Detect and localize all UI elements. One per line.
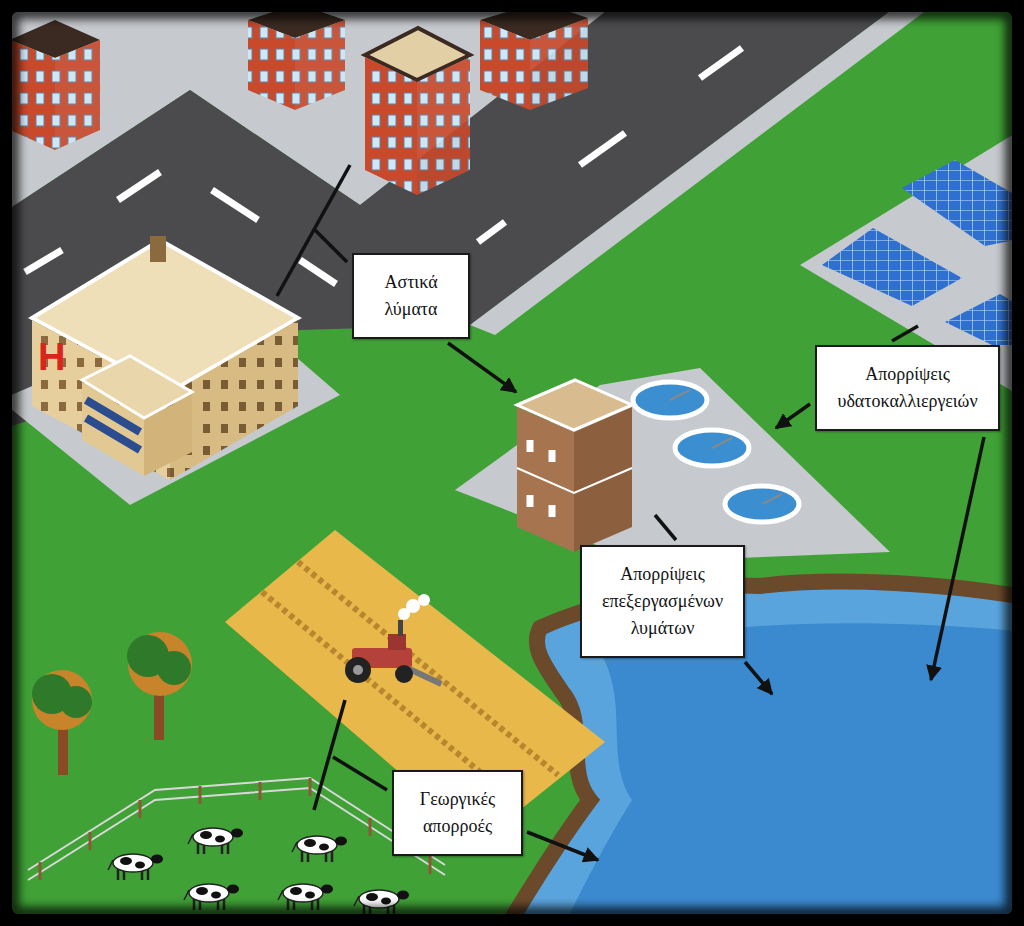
skimmer	[670, 390, 690, 400]
floor-line	[517, 468, 632, 493]
cow	[292, 836, 347, 862]
wing-wall	[144, 394, 192, 476]
cow	[278, 884, 333, 910]
leader-line	[277, 165, 350, 296]
road-dash	[700, 48, 742, 78]
clarifier-tank	[633, 382, 707, 418]
canopy	[60, 686, 92, 718]
treatment-plant	[517, 380, 632, 552]
aquaculture-tank	[902, 160, 1012, 246]
windows	[86, 400, 140, 450]
tractor	[345, 594, 443, 687]
lake-deep	[562, 623, 1012, 914]
arrow	[448, 343, 516, 392]
tractor-cab	[388, 634, 406, 650]
wing-wall	[82, 382, 144, 476]
smoke	[418, 594, 430, 606]
clarifier-tank	[675, 430, 749, 466]
house	[480, 12, 588, 110]
wall	[480, 20, 530, 110]
callout-box: Απορρίψεις επεξεργασμένων λυμάτων	[580, 545, 745, 658]
wall	[365, 57, 417, 195]
road-dash	[25, 250, 62, 272]
wall	[248, 20, 295, 110]
leader-lines	[277, 165, 984, 860]
road-dash	[478, 222, 505, 242]
house	[365, 28, 470, 195]
arrow	[931, 437, 984, 680]
callout-text: Αστικά λύματα	[364, 269, 458, 323]
wall	[530, 18, 588, 110]
wall	[295, 20, 345, 110]
canopy	[157, 651, 191, 685]
arrow	[745, 662, 772, 694]
hub	[353, 665, 363, 675]
road	[12, 12, 905, 430]
cow	[184, 884, 239, 910]
vignette	[12, 12, 1012, 914]
arrow	[776, 404, 810, 428]
exhaust	[398, 620, 403, 636]
leader-line	[315, 230, 347, 262]
tree	[32, 670, 92, 775]
fence	[28, 778, 445, 880]
road-markings	[25, 48, 742, 284]
leader-line	[892, 326, 918, 341]
road-dash	[212, 190, 258, 220]
road-dash	[118, 172, 160, 200]
arrow	[527, 832, 598, 860]
leader-line	[333, 757, 387, 790]
house	[248, 12, 345, 110]
cow	[188, 828, 243, 854]
canopy	[128, 632, 192, 696]
scene-group	[12, 12, 1012, 914]
leader-line	[314, 700, 345, 810]
skimmer	[712, 438, 732, 448]
furrows	[262, 562, 558, 805]
wall	[417, 57, 470, 195]
smoke	[406, 599, 420, 613]
callout-text: Απορρίψεις επεξεργασμένων λυμάτων	[592, 561, 733, 642]
road-dash	[580, 133, 625, 165]
callout-text: Απορρίψεις υδατοκαλλιεργειών	[827, 361, 988, 415]
callout-text: Γεωργικές απορροές	[404, 786, 511, 840]
road-dash	[300, 260, 336, 284]
furrow	[298, 562, 558, 775]
cow	[108, 854, 163, 880]
clarifiers	[633, 382, 799, 522]
callout-box: Γεωργικές απορροές	[392, 770, 523, 856]
house	[12, 20, 100, 150]
fence-rail	[28, 778, 445, 870]
aquaculture-tank	[822, 228, 962, 306]
aquaculture-tank	[945, 294, 1012, 345]
clarifier-tank	[725, 486, 799, 522]
tree	[127, 632, 192, 740]
skimmer	[762, 494, 782, 504]
roof-tower	[150, 236, 166, 262]
leader-line	[655, 515, 676, 540]
wheel	[345, 657, 371, 683]
fence-posts	[40, 778, 430, 880]
hospital	[32, 236, 298, 480]
hospital-sign: H	[38, 338, 65, 376]
callout-box: Αστικά λύματα	[352, 253, 470, 339]
canopy	[32, 670, 92, 730]
plough	[407, 666, 442, 687]
wheel	[395, 665, 413, 683]
callout-box: Απορρίψεις υδατοκαλλιεργειών	[815, 345, 1000, 431]
wall	[55, 40, 100, 150]
